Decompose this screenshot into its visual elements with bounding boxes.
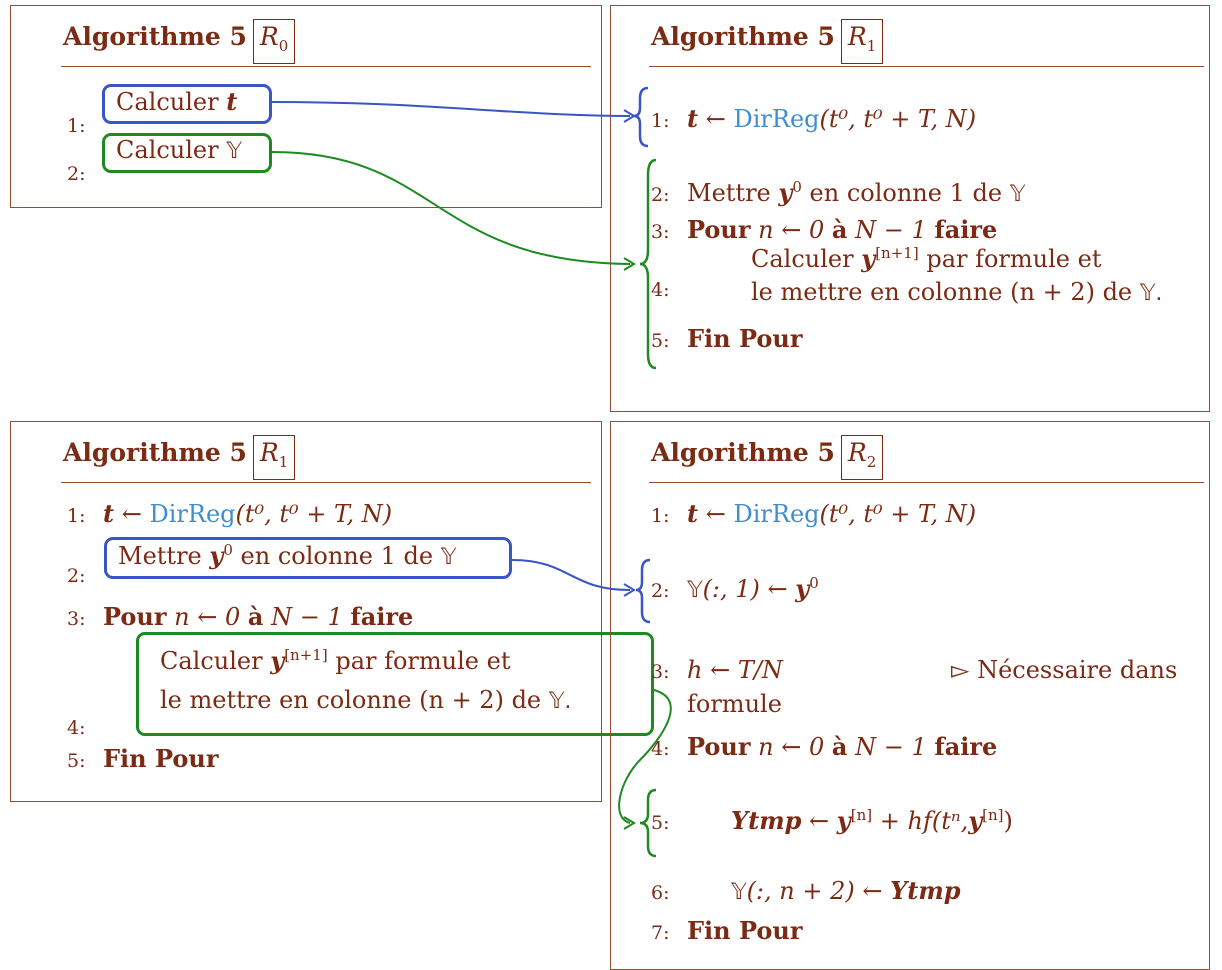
line-3: 3:h ← T/N xyxy=(651,656,783,684)
init-column-text: Mettre y0 en colonne 1 de 𝕐 xyxy=(118,541,457,570)
line-4a: Calculer y[n+1] par formule et xyxy=(751,244,1102,273)
title-rule xyxy=(649,66,1204,67)
line-5: 5:Ytmp ← y[n] + hf(tⁿ,y[n]) xyxy=(651,806,1013,835)
algorithm-label: Algorithme 5 xyxy=(651,438,835,467)
blue-brace-bottom xyxy=(635,558,651,624)
green-connector-top xyxy=(271,151,631,265)
refinement-tag: R1 xyxy=(252,435,296,480)
line-3: 3:Pour n ← 0 à N − 1 faire xyxy=(67,602,414,631)
line-1: 1:t ← DirReg(t⁰, t⁰ + T, N) xyxy=(651,499,977,528)
green-arrowhead-top xyxy=(623,257,636,271)
line-6: 6:𝕐(:, n + 2) ← Ytmp xyxy=(651,876,961,905)
line-2: 2:𝕐(:, 1) ← y0 xyxy=(651,574,819,603)
line-3-comment: ▻ Nécessaire dans xyxy=(951,656,1178,684)
highlight-step-2 xyxy=(102,133,272,173)
loop-body-line-a: Calculer y[n+1] par formule et xyxy=(160,646,511,675)
loop-body-line-b: le mettre en colonne (n + 2) de 𝕐. xyxy=(160,686,572,714)
line-1: 1:t ← DirReg(t⁰, t⁰ + T, N) xyxy=(67,499,393,528)
title-rule xyxy=(61,66,591,67)
line-5: 5:Fin Pour xyxy=(67,744,219,773)
highlight-step-1 xyxy=(102,84,272,124)
line-4b: le mettre en colonne (n + 2) de 𝕐. xyxy=(751,278,1163,306)
line-3-continuation: formule xyxy=(687,690,782,718)
green-connector-bottom xyxy=(618,689,672,824)
green-brace-top xyxy=(639,158,657,370)
highlight-init-column xyxy=(104,537,512,579)
line-7: 7:Fin Pour xyxy=(651,916,803,945)
line-4-num: 4: xyxy=(651,279,670,301)
line-2-num: 2: xyxy=(67,565,86,587)
title-rule xyxy=(649,482,1204,483)
highlight-loop-body xyxy=(136,632,654,736)
green-arrowhead-bottom xyxy=(623,816,636,830)
line-2: 2: xyxy=(67,163,86,185)
algorithm-label: Algorithme 5 xyxy=(651,22,835,51)
line-3: 3:Pour n ← 0 à N − 1 faire xyxy=(651,215,998,244)
line-1: 1: xyxy=(67,115,86,137)
blue-connector-bottom xyxy=(511,559,631,591)
refinement-tag: R1 xyxy=(840,19,884,64)
line-4-num: 4: xyxy=(67,717,86,739)
algorithm-label: Algorithme 5 xyxy=(63,22,247,51)
green-brace-bottom xyxy=(639,788,657,858)
refinement-tag: R0 xyxy=(252,19,296,64)
step-2-text: Calculer 𝕐 xyxy=(116,136,242,164)
blue-brace-top xyxy=(633,86,649,148)
blue-arrowhead-bottom xyxy=(623,583,636,597)
blue-connector-top xyxy=(271,101,631,117)
step-1-text: Calculer t xyxy=(116,87,238,116)
line-5: 5:Fin Pour xyxy=(651,324,803,353)
line-2: 2:Mettre y0 en colonne 1 de 𝕐 xyxy=(651,178,1026,207)
refinement-tag: R2 xyxy=(840,435,884,480)
algorithm-label: Algorithme 5 xyxy=(63,438,247,467)
line-1: 1:t ← DirReg(t⁰, t⁰ + T, N) xyxy=(651,104,977,133)
line-4: 4:Pour n ← 0 à N − 1 faire xyxy=(651,732,998,761)
title-rule xyxy=(61,482,591,483)
